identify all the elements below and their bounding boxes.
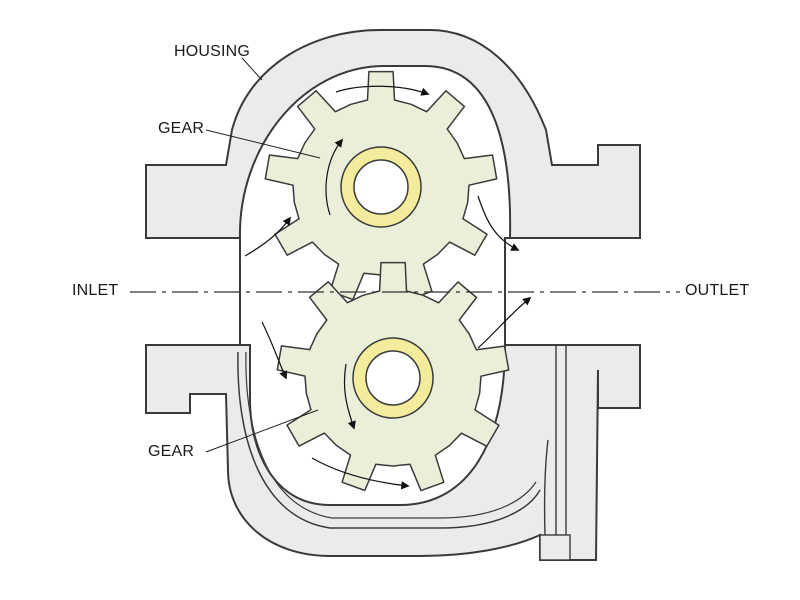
gear-top-label: GEAR [158, 120, 205, 137]
flow-arrows [244, 85, 532, 490]
housing-label: HOUSING [174, 43, 251, 60]
inlet-label: INLET [72, 282, 119, 299]
arrow-inlet-upper [244, 216, 291, 257]
arrow-outlet-lower [477, 296, 532, 349]
gear-bottom-leader [205, 409, 319, 453]
gear-bottom-bore [365, 350, 421, 406]
arrow-inlet-lower [261, 321, 288, 380]
gear-bottom-label: GEAR [148, 443, 195, 460]
outlet-label: OUTLET [685, 282, 750, 299]
arrow-outlet-upper [477, 195, 520, 251]
arrow-top-rotation [325, 138, 344, 216]
arrow-bottom-clockwise [311, 457, 410, 490]
housing-leader [241, 57, 263, 81]
arrow-top-clockwise [335, 85, 430, 96]
gear-top-bore [353, 159, 409, 215]
arrow-bottom-rotation [343, 363, 356, 430]
gear-top-leader [205, 129, 321, 159]
housing-inner-lines [237, 351, 541, 529]
